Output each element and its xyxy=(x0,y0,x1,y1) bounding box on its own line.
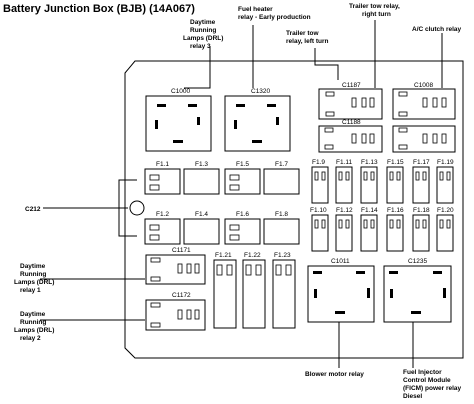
drl1-label: Daytime Running Lamps (DRL) relay 1 xyxy=(14,263,56,294)
drl2-label: Daytime Running Lamps (DRL) relay 2 xyxy=(14,311,56,342)
blower-label: Blower motor relay xyxy=(305,371,364,378)
svg-text:F1.22: F1.22 xyxy=(244,252,261,259)
fuse-f1-13: F1.13 xyxy=(360,159,378,204)
svg-text:F1.11: F1.11 xyxy=(336,159,353,166)
fuse-f1-21: F1.21 xyxy=(213,252,237,329)
fuse-f1-5: F1.5 xyxy=(224,161,261,195)
fuse-f1-7: F1.7 xyxy=(263,161,300,195)
drl3-leader xyxy=(184,46,211,89)
svg-text:F1.7: F1.7 xyxy=(275,161,288,168)
fuse-f1-8: F1.8 xyxy=(263,211,300,245)
fuse-f1-2: F1.2 xyxy=(144,211,181,245)
svg-text:F1.1: F1.1 xyxy=(156,161,169,168)
c212-label: C212 xyxy=(25,206,41,213)
fuse-f1-16: F1.16 xyxy=(386,207,404,252)
bjb-outline xyxy=(124,60,464,359)
trailer-left-leader xyxy=(314,48,339,80)
drl3-label: Daytime Running Lamps (DRL) relay 3 xyxy=(183,19,225,50)
svg-text:F1.23: F1.23 xyxy=(274,252,291,259)
fuse-f1-19: F1.19 xyxy=(436,159,454,204)
fuse-f1-3: F1.3 xyxy=(183,161,220,195)
svg-text:F1.19: F1.19 xyxy=(437,159,454,166)
fuse-f1-11: F1.11 xyxy=(335,159,353,204)
fuse-f1-14: F1.14 xyxy=(360,207,378,252)
svg-text:F1.13: F1.13 xyxy=(361,159,378,166)
c212-connector xyxy=(129,200,145,216)
fuel-heater-label: Fuel heater relay - Early production xyxy=(238,6,311,21)
c1187-label: C1187 xyxy=(342,82,361,89)
fuse-f1-17: F1.17 xyxy=(412,159,430,204)
fuse-f1-18: F1.18 xyxy=(412,207,430,252)
svg-text:F1.8: F1.8 xyxy=(275,211,288,218)
c1320-label: C1320 xyxy=(251,88,271,95)
fuse-f1-20: F1.20 xyxy=(436,207,454,252)
svg-text:F1.5: F1.5 xyxy=(236,161,249,168)
ficm-label: Fuel Injector Control Module (FICM) powe… xyxy=(403,369,463,400)
c1011-label: C1011 xyxy=(331,258,350,265)
c1235-label: C1235 xyxy=(408,258,428,265)
relay-c1000: C1000 xyxy=(145,88,212,152)
relay-c1320: C1320 xyxy=(224,88,291,152)
diagram-title: Battery Junction Box (BJB) (14A067) xyxy=(3,3,195,15)
svg-text:F1.6: F1.6 xyxy=(236,211,249,218)
svg-text:F1.18: F1.18 xyxy=(413,207,430,214)
fuse-f1-9: F1.9 xyxy=(311,159,329,204)
relay-unlabeled xyxy=(392,125,456,153)
relay-c1172: C1172 xyxy=(145,292,206,331)
svg-text:F1.15: F1.15 xyxy=(387,159,404,166)
fuse-f1-23: F1.23 xyxy=(272,252,296,329)
svg-text:F1.16: F1.16 xyxy=(387,207,404,214)
fuse-f1-6: F1.6 xyxy=(224,211,261,245)
svg-text:F1.21: F1.21 xyxy=(215,252,232,259)
fuse-f1-4: F1.4 xyxy=(183,211,220,245)
ac-clutch-label: A/C clutch relay xyxy=(412,26,462,33)
trailer-right-label: Trailer tow relay, right turn xyxy=(349,3,402,18)
svg-text:F1.9: F1.9 xyxy=(312,159,325,166)
relay-c1011: C1011 xyxy=(307,258,375,323)
svg-text:F1.4: F1.4 xyxy=(195,211,208,218)
svg-text:F1.14: F1.14 xyxy=(361,207,378,214)
fuse-f1-15: F1.15 xyxy=(386,159,404,204)
c1171-label: C1171 xyxy=(172,247,191,254)
fuse-f1-10: F1.10 xyxy=(310,207,329,252)
svg-text:F1.20: F1.20 xyxy=(437,207,454,214)
svg-text:F1.12: F1.12 xyxy=(336,207,353,214)
svg-text:F1.17: F1.17 xyxy=(413,159,430,166)
svg-text:F1.3: F1.3 xyxy=(195,161,208,168)
fuse-f1-1: F1.1 xyxy=(144,161,181,195)
svg-text:F1.2: F1.2 xyxy=(156,211,169,218)
trailer-left-label: Trailer tow relay, left turn xyxy=(286,30,329,45)
c1000-label: C1000 xyxy=(171,88,191,95)
relay-c1187: C1187 xyxy=(318,82,383,120)
relay-c1171: C1171 xyxy=(145,247,206,285)
fuse-f1-22: F1.22 xyxy=(242,252,266,329)
relay-c1235: C1235 xyxy=(383,258,452,323)
fuse-f1-12: F1.12 xyxy=(335,207,353,252)
c212-bracket xyxy=(118,179,137,237)
c1172-label: C1172 xyxy=(172,292,191,299)
relay-c1008: C1008 xyxy=(392,82,456,120)
c1008-label: C1008 xyxy=(414,82,434,89)
c1188-label: C1188 xyxy=(342,119,361,126)
relay-c1188: C1188 xyxy=(318,119,383,153)
svg-text:F1.10: F1.10 xyxy=(310,207,327,214)
